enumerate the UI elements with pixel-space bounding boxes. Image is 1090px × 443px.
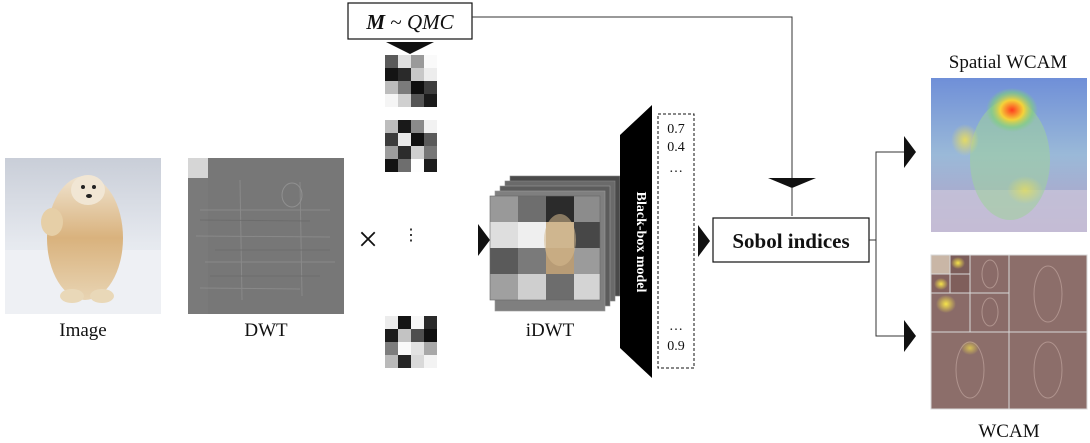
to-spatial-wcam-arrowhead xyxy=(904,136,916,168)
mask-patch-3 xyxy=(385,316,437,368)
mask-patch-2 xyxy=(385,120,437,172)
sobol-indices-label: Sobol indices xyxy=(732,229,849,253)
mask-patch-1 xyxy=(385,55,437,107)
wcam-image xyxy=(930,254,1088,410)
multiply-symbol: × xyxy=(358,219,378,259)
output-vector: 0.7 0.4 … … 0.9 xyxy=(657,113,695,369)
black-box-model: Black-box model xyxy=(620,105,652,378)
to-wcam-arrowhead xyxy=(904,320,916,352)
mask-sampling-box: M ~ QMC xyxy=(347,2,473,40)
sobol-branch-connector xyxy=(875,240,904,337)
spatial-wcam-label: Spatial WCAM xyxy=(949,52,1068,73)
output-value: 0.4 xyxy=(667,140,685,155)
vertical-ellipsis: ⋮ xyxy=(403,227,419,244)
output-ellipsis: … xyxy=(669,161,683,176)
dwt-image xyxy=(188,158,344,314)
output-ellipsis: … xyxy=(669,319,683,334)
sobol-indices-box: Sobol indices xyxy=(712,217,870,263)
to-idwt-arrowhead xyxy=(478,224,490,256)
sobol-branch-connector xyxy=(869,151,904,241)
mask-down-arrowhead xyxy=(386,42,434,54)
mask-sampling-label: M ~ QMC xyxy=(365,10,454,34)
to-sobol-arrowhead xyxy=(698,225,710,257)
mask-to-sobol-arrowhead xyxy=(768,178,816,188)
spatial-wcam-image xyxy=(931,78,1087,232)
output-value: 0.9 xyxy=(667,339,685,354)
input-image xyxy=(5,158,161,314)
black-box-label: Black-box model xyxy=(633,192,648,293)
wcam-label: WCAM xyxy=(978,421,1039,442)
idwt-label: iDWT xyxy=(526,320,575,341)
output-value: 0.7 xyxy=(667,122,685,137)
idwt-stack xyxy=(489,175,621,312)
image-label: Image xyxy=(59,320,106,341)
dwt-label: DWT xyxy=(244,320,288,341)
mask-to-sobol-connector xyxy=(472,16,793,185)
